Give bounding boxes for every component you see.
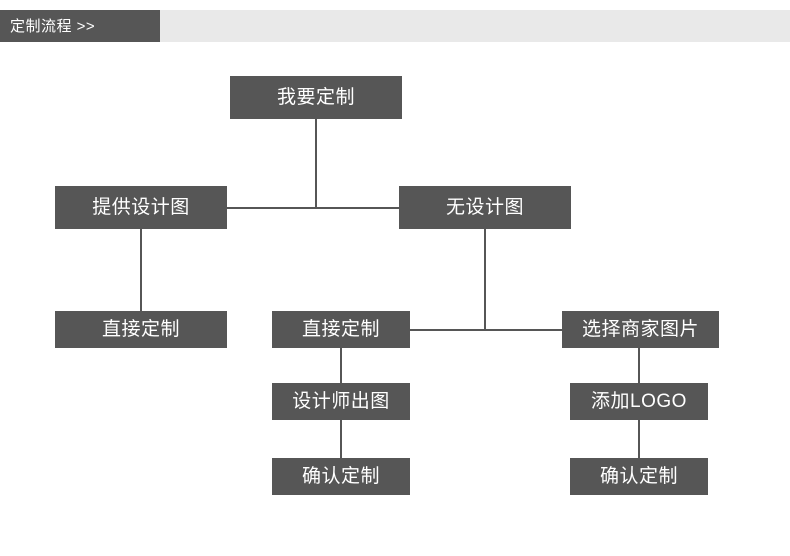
flow-node-confirm-customization-right[interactable]: 确认定制 — [570, 458, 708, 495]
connector-row3-trunk — [410, 329, 562, 331]
connector-n5-n7 — [340, 348, 342, 383]
flow-node-direct-customization-left[interactable]: 直接定制 — [55, 311, 227, 348]
flow-node-designer-draft[interactable]: 设计师出图 — [272, 383, 410, 420]
flow-node-label: 直接定制 — [101, 319, 180, 340]
connector-n8-n10 — [638, 420, 640, 458]
flow-node-choose-merchant-image[interactable]: 选择商家图片 — [562, 311, 719, 348]
connector-row2-trunk — [227, 207, 399, 209]
connector-root-stem — [315, 119, 317, 208]
flow-node-provide-design[interactable]: 提供设计图 — [55, 186, 227, 229]
flow-node-label: 直接定制 — [301, 319, 380, 340]
flow-node-label: 选择商家图片 — [581, 319, 699, 340]
flow-node-add-logo[interactable]: 添加LOGO — [570, 383, 708, 420]
flow-node-label: 我要定制 — [276, 87, 355, 108]
connector-n3-stem — [484, 229, 486, 329]
page-title: 定制流程 >> — [10, 17, 96, 35]
flow-node-label: 确认定制 — [301, 466, 380, 487]
header-tab: 定制流程 >> — [0, 10, 160, 42]
flow-node-direct-customization-middle[interactable]: 直接定制 — [272, 311, 410, 348]
connector-n2-n4 — [140, 229, 142, 311]
flow-node-confirm-customization-middle[interactable]: 确认定制 — [272, 458, 410, 495]
flow-node-label: 无设计图 — [445, 197, 524, 218]
flow-node-label: 确认定制 — [599, 466, 678, 487]
flow-node-request-customization[interactable]: 我要定制 — [230, 76, 402, 119]
flow-node-label: 设计师出图 — [292, 391, 390, 412]
connector-n6-n8 — [638, 348, 640, 383]
connector-n7-n9 — [340, 420, 342, 458]
flow-node-label: 添加LOGO — [591, 391, 687, 412]
flow-node-no-design[interactable]: 无设计图 — [399, 186, 571, 229]
flow-node-label: 提供设计图 — [92, 197, 190, 218]
